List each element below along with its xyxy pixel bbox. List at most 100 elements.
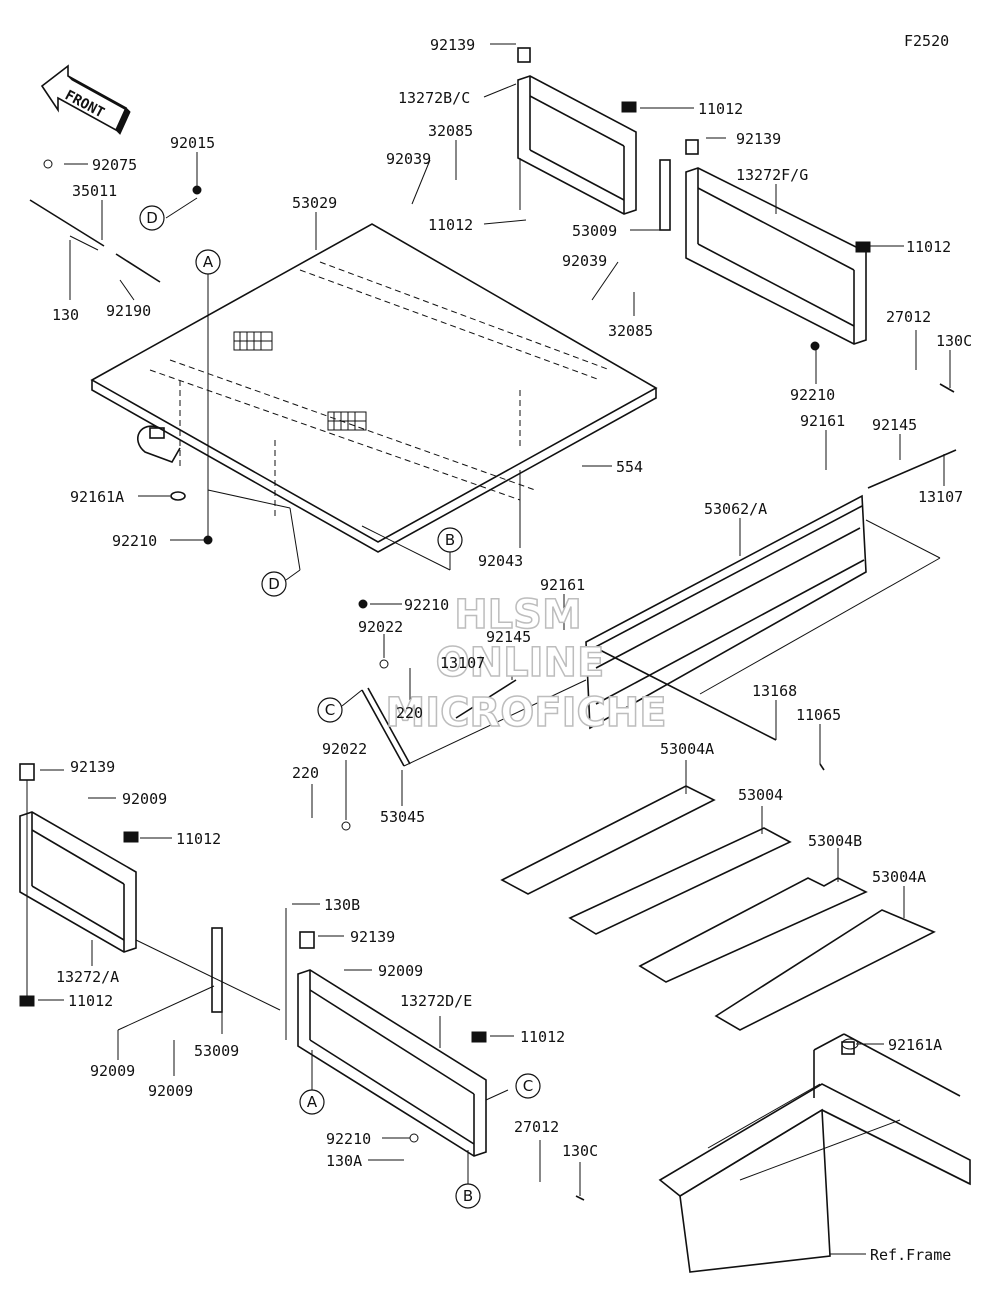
side-panel-13272de [285,908,487,1157]
label-92009: 92009 [90,1062,135,1080]
label-92039: 92039 [562,252,607,270]
label-92190: 92190 [106,302,151,320]
label-92139: 92139 [70,758,115,776]
watermark-line-3: MICROFICHE [385,690,666,736]
label-27012: 27012 [514,1118,559,1136]
watermark-line-2: ONLINE [436,640,605,686]
label-13107: 13107 [918,488,963,506]
label-92145: 92145 [872,416,917,434]
label-11012: 11012 [176,830,221,848]
label-11012: 11012 [906,238,951,256]
callout-circles: A D B D C C A B [139,205,541,1209]
label-130: 130 [52,306,79,324]
side-panel-13272bc [517,47,637,215]
label-92161a: 92161A [888,1036,942,1054]
side-panel-13272fg [659,139,871,345]
front-arrow-text: FRONT [62,87,107,121]
tailgate-53062a [585,494,941,730]
frame-reference [658,1033,971,1273]
label-53004b: 53004B [808,832,862,850]
svg-text:A: A [203,253,214,271]
callout-d-mid: D [261,571,287,597]
label-53062a: 53062/A [704,500,767,518]
deck-panel-53029 [90,223,658,571]
label-53045: 53045 [380,808,425,826]
front-direction-arrow: FRONT [40,64,131,135]
svg-text:B: B [463,1187,473,1205]
label-53009: 53009 [572,222,617,240]
label-13272bc: 13272B/C [398,89,470,107]
label-32085: 32085 [428,122,473,140]
callout-c-low: C [515,1073,541,1099]
label-92022: 92022 [322,740,367,758]
label-92009: 92009 [378,962,423,980]
label-92022: 92022 [358,618,403,636]
label-92210: 92210 [404,596,449,614]
label-92009: 92009 [148,1082,193,1100]
label-220: 220 [396,704,423,722]
label-92145: 92145 [486,628,531,646]
label-130a: 130A [326,1152,362,1170]
svg-text:D: D [146,209,158,227]
label-92161: 92161 [800,412,845,430]
label-13272a: 13272/A [56,968,119,986]
callout-d-top: D [139,205,165,231]
label-53004a: 53004A [660,740,714,758]
label-92009: 92009 [122,790,167,808]
label-92210: 92210 [790,386,835,404]
svg-text:C: C [523,1077,533,1095]
label-92139: 92139 [350,928,395,946]
svg-text:C: C [325,701,335,719]
side-panel-13272a [19,763,281,1031]
label-53004: 53004 [738,786,783,804]
watermark: HLSM ONLINE MICROFICHE [385,591,668,737]
label-53009: 53009 [194,1042,239,1060]
label-220: 220 [292,764,319,782]
label-92139: 92139 [430,36,475,54]
watermark-line-1: HLSM [454,592,582,638]
floor-mats [500,785,936,1031]
svg-text:D: D [268,575,280,593]
svg-text:A: A [307,1093,318,1111]
label-130b: 130B [324,896,360,914]
label-27012: 27012 [886,308,931,326]
label-11012: 11012 [520,1028,565,1046]
label-35011: 35011 [72,182,117,200]
label-13107: 13107 [440,654,485,672]
label-92039: 92039 [386,150,431,168]
label-554: 554 [616,458,643,476]
label-11012: 11012 [698,100,743,118]
label-13272de: 13272D/E [400,992,472,1010]
leader-lines [38,43,951,1255]
figure-code: F2520 [904,32,949,50]
label-92210: 92210 [326,1130,371,1148]
gas-strut-and-rods [361,449,957,771]
callout-a-low: A [299,1089,325,1115]
label-92210: 92210 [112,532,157,550]
label-ref-frame: Ref.Frame [870,1246,951,1264]
label-53004a: 53004A [872,868,926,886]
label-92043: 92043 [478,552,523,570]
label-92075: 92075 [92,156,137,174]
label-13272fg: 13272F/G [736,166,808,184]
label-11012: 11012 [68,992,113,1010]
label-92139: 92139 [736,130,781,148]
label-92015: 92015 [170,134,215,152]
label-130c: 130C [562,1142,598,1160]
label-13168: 13168 [752,682,797,700]
callout-b-low: B [455,1183,481,1209]
label-130c: 130C [936,332,972,350]
part-labels: 92139 13272B/C 11012 32085 92039 11012 9… [52,36,972,1264]
callout-b-mid: B [437,527,463,553]
label-92161a: 92161A [70,488,124,506]
label-11012: 11012 [428,216,473,234]
label-11065: 11065 [796,706,841,724]
svg-text:B: B [445,531,455,549]
callout-a-top: A [195,249,221,275]
callout-c-mid: C [317,697,343,723]
label-32085: 32085 [608,322,653,340]
label-53029: 53029 [292,194,337,212]
label-92161: 92161 [540,576,585,594]
